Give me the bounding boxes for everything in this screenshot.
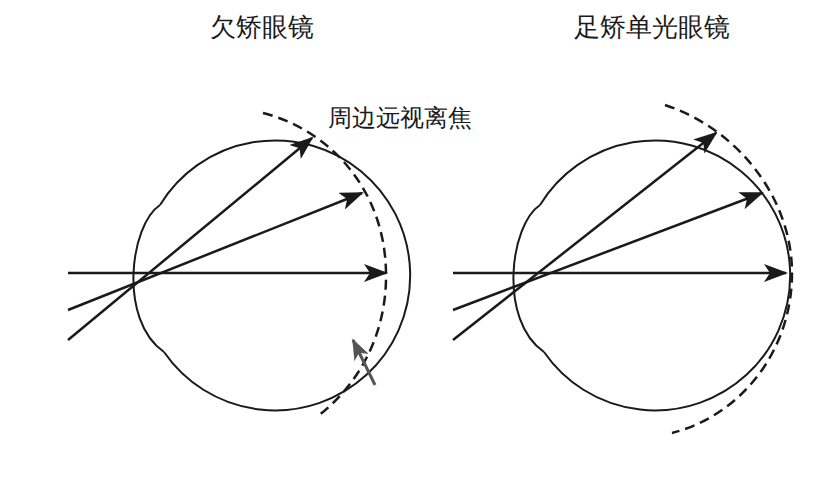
light-ray: [453, 133, 716, 340]
pointer-arrow: [353, 340, 375, 385]
panel-title: 足矫单光眼镜: [572, 12, 732, 43]
light-ray: [453, 193, 762, 310]
eye-right: [453, 105, 792, 433]
annotation: 周边远视离焦: [326, 104, 474, 133]
focal-surface: [665, 105, 792, 433]
light-ray: [68, 138, 312, 340]
panel-title: 欠矫眼镜: [208, 12, 316, 43]
focal-surface: [263, 113, 386, 416]
light-ray: [453, 272, 786, 275]
light-ray: [68, 193, 362, 310]
eyeball: [160, 140, 410, 410]
eye-left: [68, 113, 410, 416]
eyeball: [540, 140, 790, 410]
light-ray: [68, 272, 386, 275]
